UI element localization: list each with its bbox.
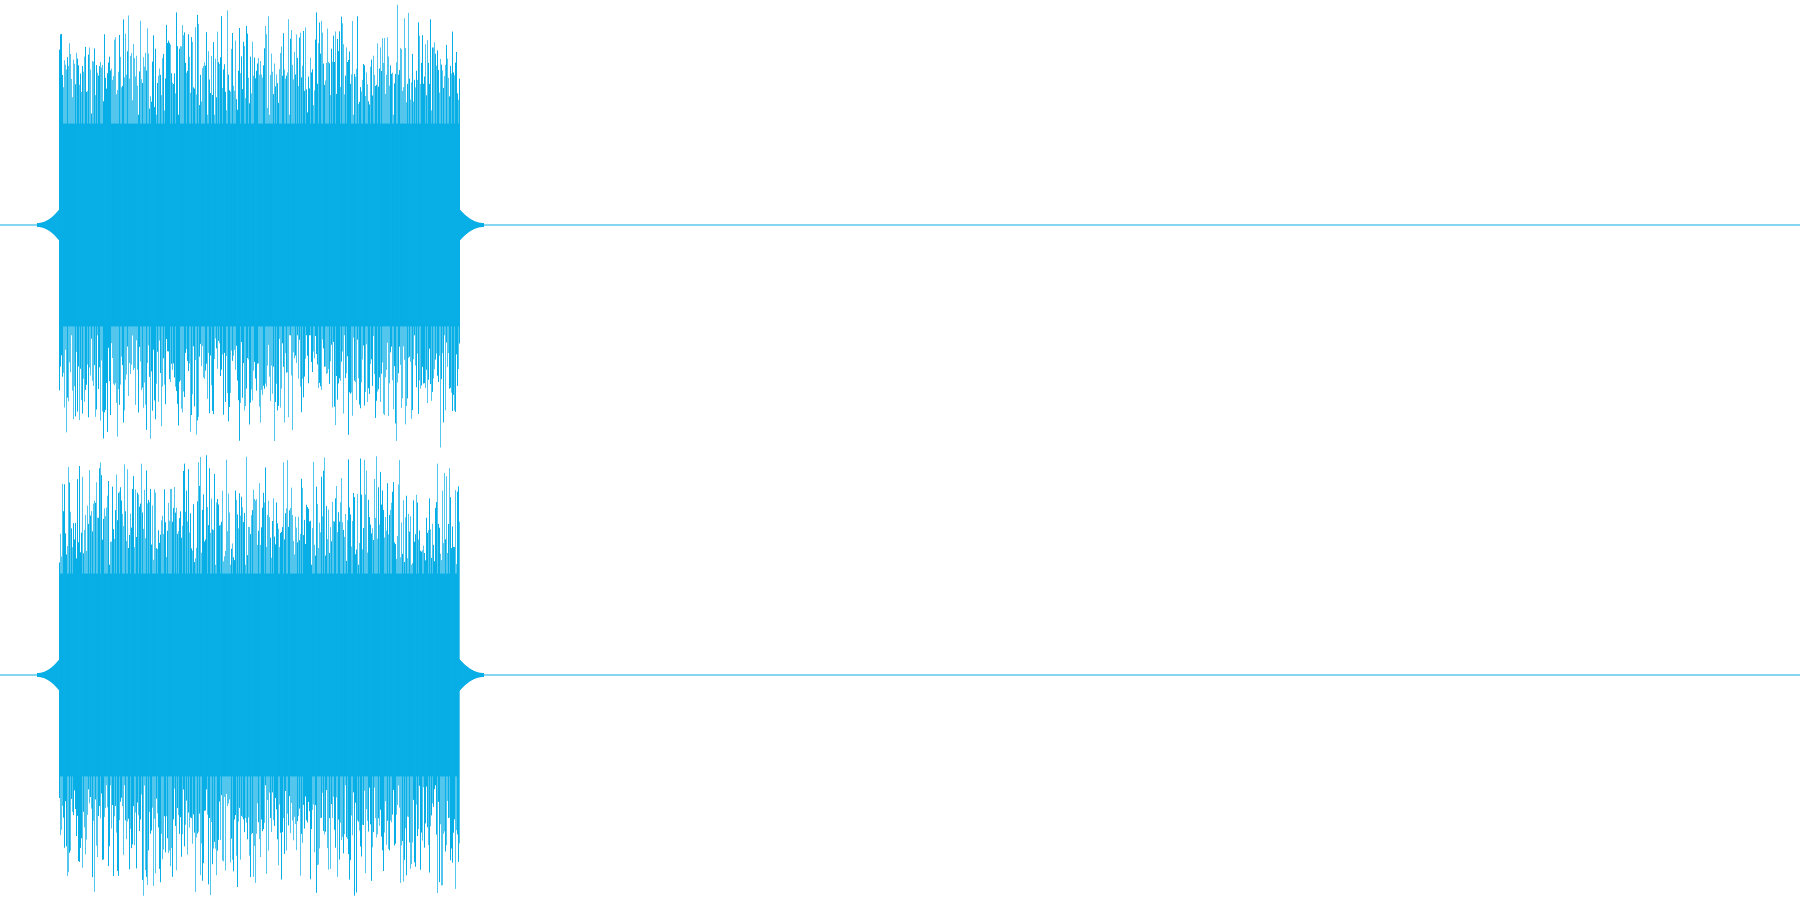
channel-1 (0, 4, 1800, 448)
channel-2 (0, 455, 1800, 896)
